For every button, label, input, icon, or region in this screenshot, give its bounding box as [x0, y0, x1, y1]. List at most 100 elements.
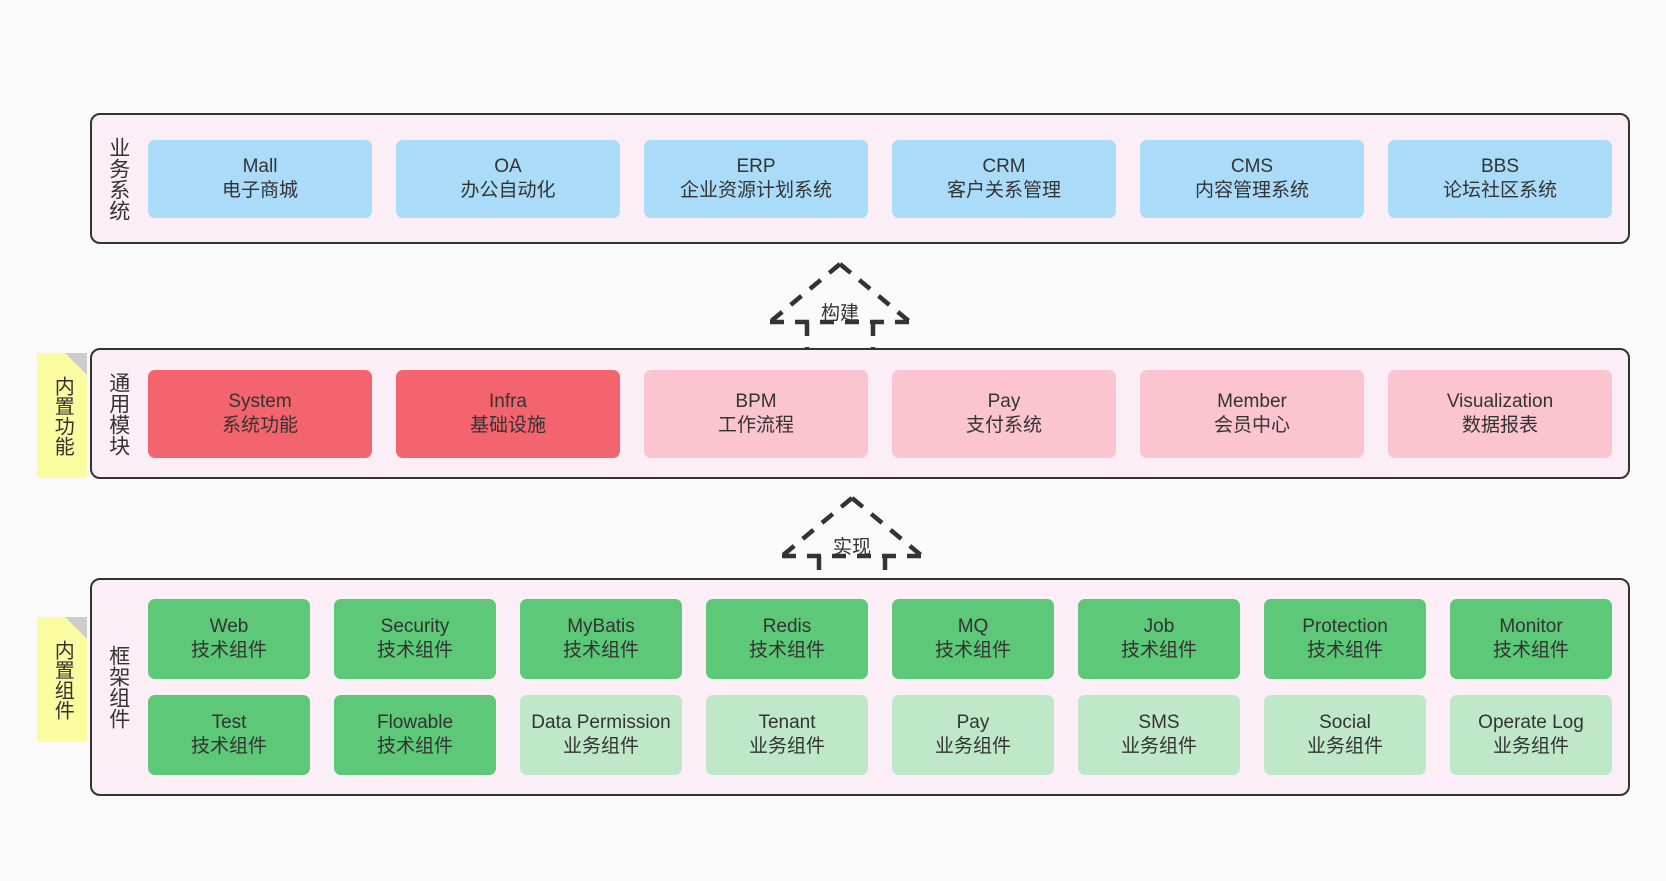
card-mybatis[interactable]: MyBatis 技术组件 [520, 599, 682, 679]
arrow-implement: 实现 [772, 492, 932, 587]
card-bbs[interactable]: BBS 论坛社区系统 [1388, 139, 1612, 218]
card-title-en: BPM [735, 390, 777, 412]
sticky-note-label: 内置组件 [51, 639, 74, 720]
card-title-cn: 业务组件 [1120, 736, 1197, 757]
card-social[interactable]: Social 业务组件 [1264, 695, 1426, 775]
card-title-cn: 业务组件 [934, 736, 1011, 757]
card-title-cn: 技术组件 [376, 736, 453, 757]
card-bpm[interactable]: BPM 工作流程 [644, 369, 868, 458]
layer-framework-component-title: 框架组件 [106, 645, 130, 729]
card-mq[interactable]: MQ 技术组件 [892, 599, 1054, 679]
card-oa[interactable]: OA 办公自动化 [396, 139, 620, 218]
card-title-cn: 企业资源计划系统 [679, 179, 832, 201]
card-title-cn: 技术组件 [376, 640, 453, 661]
card-title-cn: 技术组件 [190, 736, 267, 757]
card-title-en: Web [209, 616, 249, 638]
card-row: System 系统功能 Infra 基础设施 BPM 工作流程 Pay 支付系统… [148, 369, 1612, 458]
sticky-note-builtin-features: 内置功能 [37, 353, 87, 478]
card-web[interactable]: Web 技术组件 [148, 599, 310, 679]
card-title-cn: 基础设施 [469, 414, 546, 436]
layer-common-module-body: System 系统功能 Infra 基础设施 BPM 工作流程 Pay 支付系统… [144, 350, 1628, 477]
card-job[interactable]: Job 技术组件 [1078, 599, 1240, 679]
card-title-cn: 业务组件 [1492, 736, 1569, 757]
card-title-en: MQ [957, 616, 989, 638]
layer-business-system-title: 业务系统 [106, 136, 130, 221]
card-title-cn: 支付系统 [965, 414, 1042, 436]
card-title-cn: 技术组件 [934, 640, 1011, 661]
card-visualization[interactable]: Visualization 数据报表 [1388, 369, 1612, 458]
card-title-en: MyBatis [567, 616, 635, 638]
card-row-business: Test 技术组件 Flowable 技术组件 Data Permission … [148, 695, 1612, 775]
card-flowable[interactable]: Flowable 技术组件 [334, 695, 496, 775]
card-title-cn: 技术组件 [1492, 640, 1569, 661]
sticky-note-label: 内置功能 [51, 375, 74, 456]
card-title-cn: 客户关系管理 [946, 179, 1061, 201]
folded-corner-icon [65, 353, 87, 375]
card-title-en: Redis [762, 616, 812, 638]
layer-common-module-title: 通用模块 [106, 371, 130, 456]
card-title-en: Monitor [1499, 616, 1563, 638]
card-title-en: Social [1319, 712, 1371, 734]
card-title-en: ERP [736, 155, 776, 177]
card-data-permission[interactable]: Data Permission 业务组件 [520, 695, 682, 775]
card-title-en: Member [1217, 390, 1287, 412]
card-operate-log[interactable]: Operate Log 业务组件 [1450, 695, 1612, 775]
arrow-build: 构建 [760, 258, 920, 353]
card-pay[interactable]: Pay 支付系统 [892, 369, 1116, 458]
arrow-build-glyph [768, 262, 912, 353]
card-title-cn: 论坛社区系统 [1442, 179, 1557, 201]
card-title-en: Pay [987, 390, 1021, 412]
card-test[interactable]: Test 技术组件 [148, 695, 310, 775]
card-row: Mall 电子商城 OA 办公自动化 ERP 企业资源计划系统 CRM 客户关系… [148, 139, 1612, 218]
card-erp[interactable]: ERP 企业资源计划系统 [644, 139, 868, 218]
card-title-cn: 技术组件 [562, 640, 639, 661]
sticky-note-builtin-components: 内置组件 [37, 617, 87, 742]
card-title-en: Pay [956, 712, 990, 734]
card-title-en: CMS [1230, 155, 1274, 177]
card-security[interactable]: Security 技术组件 [334, 599, 496, 679]
card-title-en: Security [380, 616, 450, 638]
card-system[interactable]: System 系统功能 [148, 369, 372, 458]
card-title-cn: 系统功能 [221, 414, 298, 436]
card-title-en: Infra [488, 390, 528, 412]
layer-framework-component-body: Web 技术组件 Security 技术组件 MyBatis 技术组件 Redi… [144, 580, 1628, 794]
card-title-en: Data Permission [531, 712, 671, 734]
card-title-cn: 技术组件 [1120, 640, 1197, 661]
card-title-en: Tenant [758, 712, 816, 734]
card-title-cn: 工作流程 [717, 414, 794, 436]
card-title-en: Visualization [1446, 390, 1554, 412]
card-sms[interactable]: SMS 业务组件 [1078, 695, 1240, 775]
card-title-en: OA [494, 155, 522, 177]
card-cms[interactable]: CMS 内容管理系统 [1140, 139, 1364, 218]
card-row-technical: Web 技术组件 Security 技术组件 MyBatis 技术组件 Redi… [148, 599, 1612, 679]
card-protection[interactable]: Protection 技术组件 [1264, 599, 1426, 679]
card-pay-business[interactable]: Pay 业务组件 [892, 695, 1054, 775]
card-title-en: SMS [1138, 712, 1180, 734]
card-mall[interactable]: Mall 电子商城 [148, 139, 372, 218]
folded-corner-icon [65, 617, 87, 639]
card-title-en: Flowable [376, 712, 454, 734]
card-title-cn: 业务组件 [748, 736, 825, 757]
card-monitor[interactable]: Monitor 技术组件 [1450, 599, 1612, 679]
card-title-cn: 会员中心 [1213, 414, 1290, 436]
card-title-en: CRM [982, 155, 1026, 177]
card-title-cn: 技术组件 [190, 640, 267, 661]
card-title-cn: 技术组件 [748, 640, 825, 661]
card-title-en: System [228, 390, 292, 412]
card-crm[interactable]: CRM 客户关系管理 [892, 139, 1116, 218]
layer-framework-component: 框架组件 Web 技术组件 Security 技术组件 MyBatis 技术组件… [90, 578, 1630, 796]
card-title-cn: 业务组件 [562, 736, 639, 757]
card-title-cn: 数据报表 [1461, 414, 1538, 436]
card-title-cn: 电子商城 [221, 179, 298, 201]
card-infra[interactable]: Infra 基础设施 [396, 369, 620, 458]
card-title-cn: 内容管理系统 [1194, 179, 1309, 201]
card-title-en: Operate Log [1478, 712, 1584, 734]
layer-business-system-body: Mall 电子商城 OA 办公自动化 ERP 企业资源计划系统 CRM 客户关系… [144, 115, 1628, 242]
arrow-implement-label: 实现 [832, 537, 871, 558]
card-tenant[interactable]: Tenant 业务组件 [706, 695, 868, 775]
layer-common-module: 通用模块 System 系统功能 Infra 基础设施 BPM 工作流程 Pay… [90, 348, 1630, 479]
card-redis[interactable]: Redis 技术组件 [706, 599, 868, 679]
card-member[interactable]: Member 会员中心 [1140, 369, 1364, 458]
card-title-en: Protection [1302, 616, 1388, 638]
card-title-en: Mall [242, 155, 278, 177]
